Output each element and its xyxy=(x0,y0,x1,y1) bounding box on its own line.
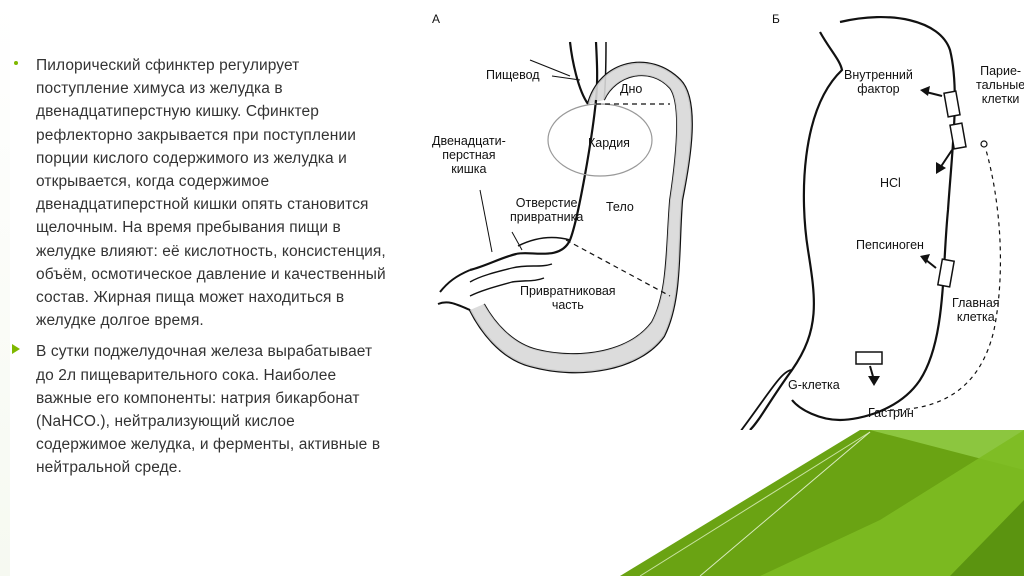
label-body: Тело xyxy=(606,200,634,214)
label-intrinsic-factor: Внутренний фактор xyxy=(844,68,913,96)
label-gastrin: Гастрин xyxy=(868,406,914,420)
label-esophagus: Пищевод xyxy=(486,68,540,82)
left-margin-strip xyxy=(0,0,38,576)
label-g-cell: G-клетка xyxy=(788,378,840,392)
label-duodenum: Двенадцати- перстная кишка xyxy=(432,134,506,176)
bullet-item: Пилорический сфинктер регулирует поступл… xyxy=(4,54,386,332)
stomach-figure: А Б Пищевод Дно Кардия Двенадцати- перст… xyxy=(420,0,1024,430)
paragraph-pancreas: В сутки поджелудочная железа вырабатывае… xyxy=(36,343,381,477)
bullet-item: В сутки поджелудочная железа вырабатывае… xyxy=(4,340,386,479)
paragraph-pyloric-sphincter: Пилорический сфинктер регулирует поступл… xyxy=(36,57,386,330)
label-pepsinogen: Пепсиноген xyxy=(856,238,924,252)
label-chief-cell: Главная клетка xyxy=(952,296,1000,324)
label-fundus: Дно xyxy=(620,82,643,96)
label-pylorus-opening: Отверстие привратника xyxy=(510,196,584,224)
figure-a-letter: А xyxy=(432,12,441,26)
bullet-triangle-icon xyxy=(10,340,22,358)
figure-b-letter: Б xyxy=(772,12,780,26)
text-column: Пилорический сфинктер регулирует поступл… xyxy=(4,54,386,480)
label-pyloric-part: Привратниковая часть xyxy=(520,284,616,312)
label-hcl: HCl xyxy=(880,176,901,190)
label-parietal-cells: Парие- тальные клетки xyxy=(976,64,1024,106)
bullet-dot-icon xyxy=(10,54,22,72)
label-cardia: Кардия xyxy=(588,136,630,150)
stomach-illustration xyxy=(437,15,1002,430)
